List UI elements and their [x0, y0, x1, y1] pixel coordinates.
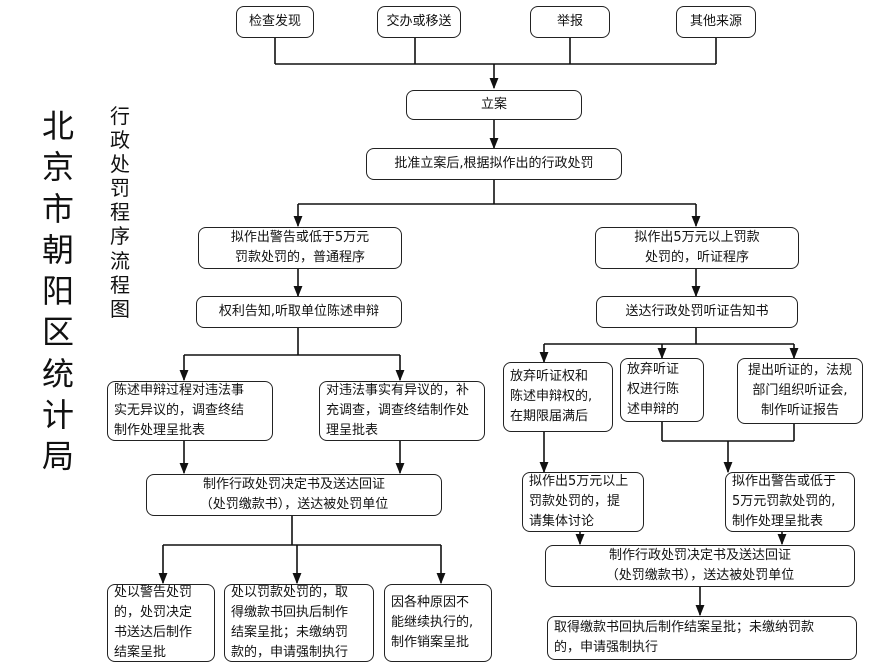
objection-box: 对违法事实有异议的，补 充调查，调查终结制作处 理呈批表 — [319, 381, 485, 441]
right-decision-box: 制作行政处罚决定书及送达回证 （处罚缴款书），送达被处罚单位 — [545, 545, 855, 587]
request-hearing-box: 提出听证的，法规 部门组织听证会, 制作听证报告 — [737, 358, 863, 424]
source-report: 举报 — [530, 6, 610, 38]
filing-box: 立案 — [406, 90, 582, 120]
small-fine-box: 拟作出警告或低于 5万元罚款处罚的, 制作处理呈批表 — [725, 472, 855, 532]
warning-result-box: 处以警告处罚 的，处罚决定 书送达后制作 结案呈批 — [107, 584, 215, 662]
large-fine-box: 拟作出5万元以上 罚款处罚的，提 请集体讨论 — [522, 472, 644, 532]
source-inspection: 检查发现 — [236, 6, 314, 38]
source-referral: 交办或移送 — [377, 6, 461, 38]
ordinary-procedure-box: 拟作出警告或低于5万元 罚款处罚的，普通程序 — [198, 227, 402, 269]
process-title: 行 政 处 罚 程 序 流 程 图 — [110, 104, 130, 321]
closing-box: 取得缴款书回执后制作结案呈批；未缴纳罚款 的，申请强制执行 — [547, 616, 857, 660]
approval-box: 批准立案后,根据拟作出的行政处罚 — [366, 148, 622, 180]
rights-notification-box: 权利告知,听取单位陈述申辩 — [196, 296, 402, 328]
org-title: 北 京 市 朝 阳 区 统 计 局 — [41, 107, 74, 476]
no-objection-box: 陈述申辩过程对违法事 实无异议的，调查终结 制作处理呈批表 — [107, 381, 273, 441]
hearing-procedure-box: 拟作出5万元以上罚款 处罚的，听证程序 — [595, 227, 799, 269]
source-other: 其他来源 — [676, 6, 756, 38]
waive-expired-box: 放弃听证权和 陈述申辩权的, 在期限届满后 — [503, 362, 613, 432]
hearing-notice-box: 送达行政处罚听证告知书 — [596, 296, 798, 328]
cancel-result-box: 因各种原因不 能继续执行的, 制作销案呈批 — [384, 584, 492, 662]
fine-result-box: 处以罚款处罚的，取 得缴款书回执后制作 结案呈批；未缴纳罚 款的，申请强制执行 — [224, 584, 374, 662]
left-decision-box: 制作行政处罚决定书及送达回证 （处罚缴款书），送达被处罚单位 — [146, 474, 442, 516]
waive-statement-box: 放弃听证 权进行陈 述申辩的 — [620, 358, 704, 422]
